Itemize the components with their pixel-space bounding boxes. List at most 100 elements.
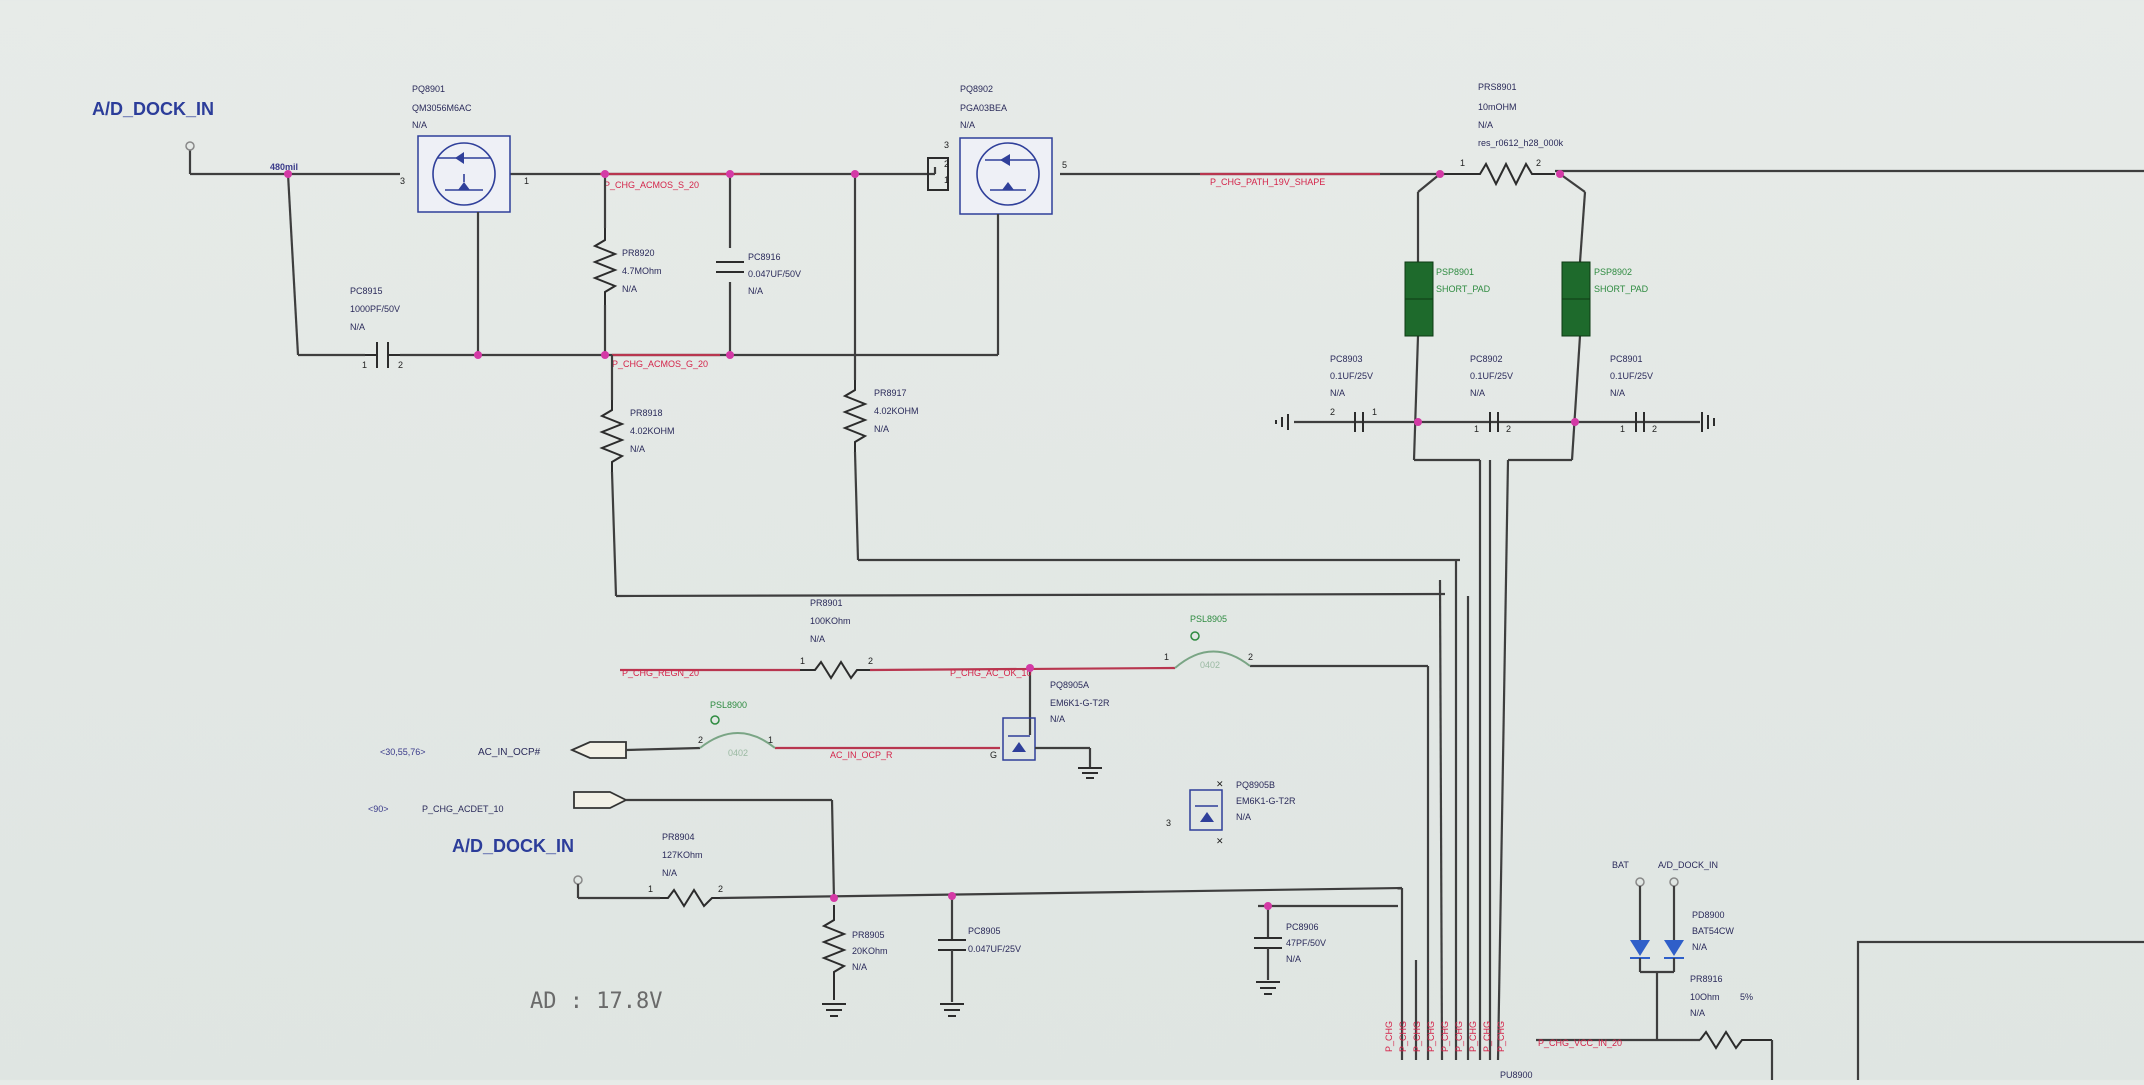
pq8901-ref: PQ8901 (412, 84, 445, 94)
pr8917-val: N/A (874, 424, 889, 434)
svg-text:P_CHG: P_CHG (1440, 1021, 1450, 1052)
svg-text:1: 1 (1620, 424, 1625, 434)
pc8901-capacitor: PC8901 0.1UF/25V N/A (1610, 354, 1653, 398)
pr8920-ref: PR8920 (622, 248, 655, 258)
pc8905-capacitor: PC8905 0.047UF/25V (938, 896, 1021, 1017)
pc8902-capacitor: PC8902 0.1UF/25V N/A (1470, 354, 1513, 398)
psp8901-ref: PSP8901 (1436, 267, 1474, 277)
ad-dock-in-top-port: A/D_DOCK_IN 480mil (92, 99, 298, 172)
pr8901-part: 100KOhm (810, 616, 851, 626)
pr8917-resistor: PR8917 4.02KOHM N/A (842, 380, 1460, 562)
svg-text:2: 2 (868, 656, 873, 666)
svg-text:3: 3 (1166, 818, 1171, 828)
pc8902-part: 0.1UF/25V (1470, 371, 1513, 381)
svg-text:3: 3 (400, 176, 405, 186)
pr8918-val: N/A (630, 444, 645, 454)
pc8906-capacitor: PC8906 47PF/50V N/A (1254, 904, 1398, 995)
psp8901-short-pad: PSP8901 SHORT_PAD (1404, 261, 1491, 337)
pr8905-ref: PR8905 (852, 930, 885, 940)
pu8900-bus-wires (1414, 460, 1492, 1061)
pc8901-ref: PC8901 (1610, 354, 1643, 364)
pc8916-part: 0.047UF/50V (748, 269, 801, 279)
svg-text:1: 1 (1460, 158, 1465, 168)
pr8920-val: N/A (622, 284, 637, 294)
svg-text:P_CHG: P_CHG (1482, 1021, 1492, 1052)
svg-text:1: 1 (524, 176, 529, 186)
pc8915-val: N/A (350, 322, 365, 332)
junction-dots (284, 170, 1579, 910)
svg-text:G: G (990, 750, 997, 760)
pr8920-resistor: PR8920 4.7MOhm N/A (592, 228, 662, 305)
ground-symbol-pc8906 (1256, 981, 1280, 995)
ground-symbol-pr8905 (822, 1003, 846, 1017)
net-acmos-s: P_CHG_ACMOS_S_20 (604, 180, 699, 190)
ac-in-ocp-ref: <30,55,76> (380, 747, 426, 757)
svg-text:2: 2 (398, 360, 403, 370)
ground-symbol-left (1275, 414, 1289, 430)
pr8916-part: 10Ohm (1690, 992, 1720, 1002)
pc8906-ref: PC8906 (1286, 922, 1319, 932)
pq8902-mosfet: 3 2 1 5 PQ8902 PGA03BEA N/A (927, 84, 1067, 215)
pd8900-part: BAT54CW (1692, 926, 1734, 936)
svg-text:P_CHG: P_CHG (1496, 1021, 1506, 1052)
ground-symbol-right (1701, 412, 1715, 432)
pq8905b-ref: PQ8905B (1236, 780, 1275, 790)
pq8905a-part: EM6K1-G-T2R (1050, 698, 1110, 708)
pr8916-tol: 5% (1740, 992, 1753, 1002)
pq8901-mosfet: 3 1 PQ8901 QM3056M6AC N/A (400, 84, 529, 213)
net-chg-path: P_CHG_PATH_19V_SHAPE (1210, 177, 1325, 187)
prs8901-shunt: 1 2 PRS8901 10mOHM N/A res_r0612_h28_000… (1445, 82, 1564, 187)
pr8916-ref: PR8916 (1690, 974, 1723, 984)
ac-in-ocp-connector: <30,55,76> AC_IN_OCP# AC_IN_OCP_R (380, 741, 1000, 760)
pq8905b-part: EM6K1-G-T2R (1236, 796, 1296, 806)
pd8900-val: N/A (1692, 942, 1707, 952)
pc8915-part: 1000PF/50V (350, 304, 400, 314)
pc8916-capacitor: PC8916 0.047UF/50V N/A (716, 252, 801, 296)
pr8904-ref: PR8904 (662, 832, 695, 842)
acdet-label: P_CHG_ACDET_10 (422, 804, 504, 814)
pc8901-part: 0.1UF/25V (1610, 371, 1653, 381)
svg-text:5: 5 (1062, 160, 1067, 170)
pc8916-ref: PC8916 (748, 252, 781, 262)
psp8902-ref: PSP8902 (1594, 267, 1632, 277)
acdet-connector: <90> P_CHG_ACDET_10 (368, 791, 836, 901)
pc8903-capacitor: PC8903 0.1UF/25V N/A (1330, 354, 1373, 398)
prs8901-ref: PRS8901 (1478, 82, 1517, 92)
pc8915-ref: PC8915 (350, 286, 383, 296)
pr8918-ref: PR8918 (630, 408, 663, 418)
pq8901-val: N/A (412, 120, 427, 130)
pc8906-val: N/A (1286, 954, 1301, 964)
svg-text:2: 2 (1536, 158, 1541, 168)
pq8902-ref: PQ8902 (960, 84, 993, 94)
pr8904-val: N/A (662, 868, 677, 878)
svg-text:2: 2 (1652, 424, 1657, 434)
net-regn: P_CHG_REGN_20 (622, 668, 699, 678)
pr8917-ref: PR8917 (874, 388, 907, 398)
pc8902-val: N/A (1470, 388, 1485, 398)
psp8902-short-pad: PSP8902 SHORT_PAD (1561, 261, 1649, 337)
bat-label: BAT (1612, 860, 1629, 870)
psl8900-ref: PSL8900 (710, 700, 747, 710)
prs8901-val: N/A (1478, 120, 1493, 130)
ic-outline-right (1856, 940, 2144, 1085)
svg-text:1: 1 (768, 735, 773, 745)
ad-dock-in-divider: A/D_DOCK_IN 1 2 PR8904 127KOhm N/A (452, 832, 1404, 1060)
net-ac-in-ocp-r: AC_IN_OCP_R (830, 750, 893, 760)
pr8901-ref: PR8901 (810, 598, 843, 608)
net-chg-vcc: P_CHG_VCC_IN_20 (1538, 1038, 1622, 1048)
svg-text:P_CHG: P_CHG (1412, 1021, 1422, 1052)
ad-voltage-readout: AD : 17.8V (530, 989, 662, 1014)
svg-text:2: 2 (698, 735, 703, 745)
cap-row: 2 1 1 2 1 2 (1275, 407, 1715, 434)
svg-text:1: 1 (1474, 424, 1479, 434)
svg-text:P_CHG: P_CHG (1384, 1021, 1394, 1052)
pq8901-part: QM3056M6AC (412, 103, 472, 113)
pr8901-resistor: 1 2 PR8901 100KOhm N/A (800, 598, 873, 680)
acdet-ref: <90> (368, 804, 389, 814)
net-ac-ok: P_CHG_AC_OK_10 (950, 668, 1032, 678)
pc8916-val: N/A (748, 286, 763, 296)
pd8900-diode: BAT A/D_DOCK_IN PD8900 BAT54CW N/A (1612, 860, 1734, 1040)
pq8905b-val: N/A (1236, 812, 1251, 822)
pr8905-val: N/A (852, 962, 867, 972)
